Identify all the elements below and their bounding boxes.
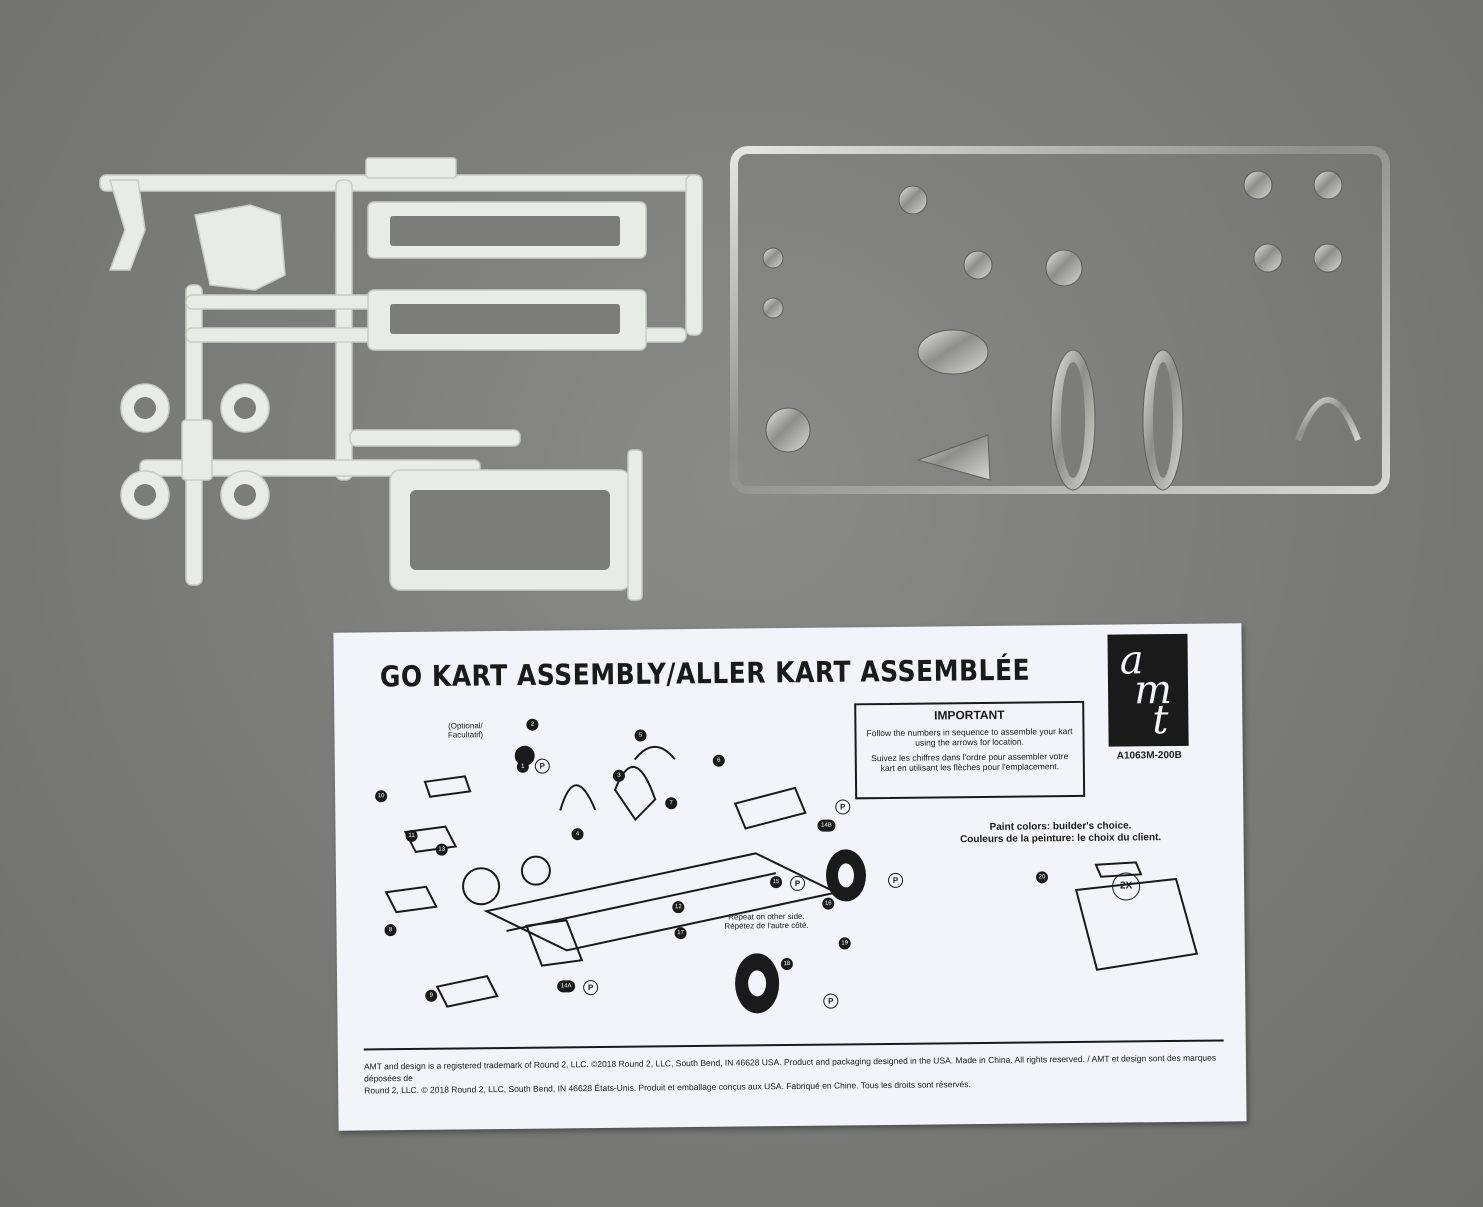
callout-2: 2 — [526, 718, 539, 731]
callout-14b: 14B — [817, 819, 836, 832]
chrome-parts-sprue — [730, 146, 1390, 494]
paint-marker-14b: P — [835, 799, 851, 815]
callout-18: 18 — [780, 957, 793, 971]
paint-marker-16: P — [887, 872, 904, 888]
callout-6: 6 — [712, 754, 725, 767]
callout-14a: 14A — [557, 980, 576, 993]
white-parts-sprue — [99, 157, 703, 601]
callout-19: 19 — [838, 937, 851, 950]
callout-8: 8 — [384, 924, 397, 937]
callout-20: 20 — [1035, 871, 1049, 884]
exploded-kart-diagram — [384, 745, 1199, 1014]
instruction-sheet: GO KART ASSEMBLY/ALLER KART ASSEMBLÉE a … — [333, 623, 1247, 1131]
callout-7: 7 — [665, 797, 678, 810]
paint-marker-14a: P — [583, 980, 599, 996]
callout-13: 13 — [435, 843, 448, 856]
callout-12: 12 — [672, 901, 685, 914]
legal-footer: AMT and design is a registered trademark… — [363, 1039, 1225, 1097]
callout-15: 15 — [769, 876, 783, 889]
callout-4: 4 — [571, 828, 584, 841]
callout-9: 9 — [425, 989, 438, 1002]
paint-marker-19: P — [823, 993, 839, 1009]
callout-17: 17 — [674, 927, 687, 940]
callout-5: 5 — [634, 729, 647, 742]
paint-marker-15: P — [789, 875, 806, 891]
callout-11: 11 — [405, 829, 418, 843]
callout-10: 10 — [375, 790, 388, 803]
callout-1: 1 — [516, 760, 529, 773]
callout-3: 3 — [612, 769, 625, 782]
paint-marker-1: P — [534, 758, 550, 774]
callout-16: 16 — [822, 897, 835, 910]
